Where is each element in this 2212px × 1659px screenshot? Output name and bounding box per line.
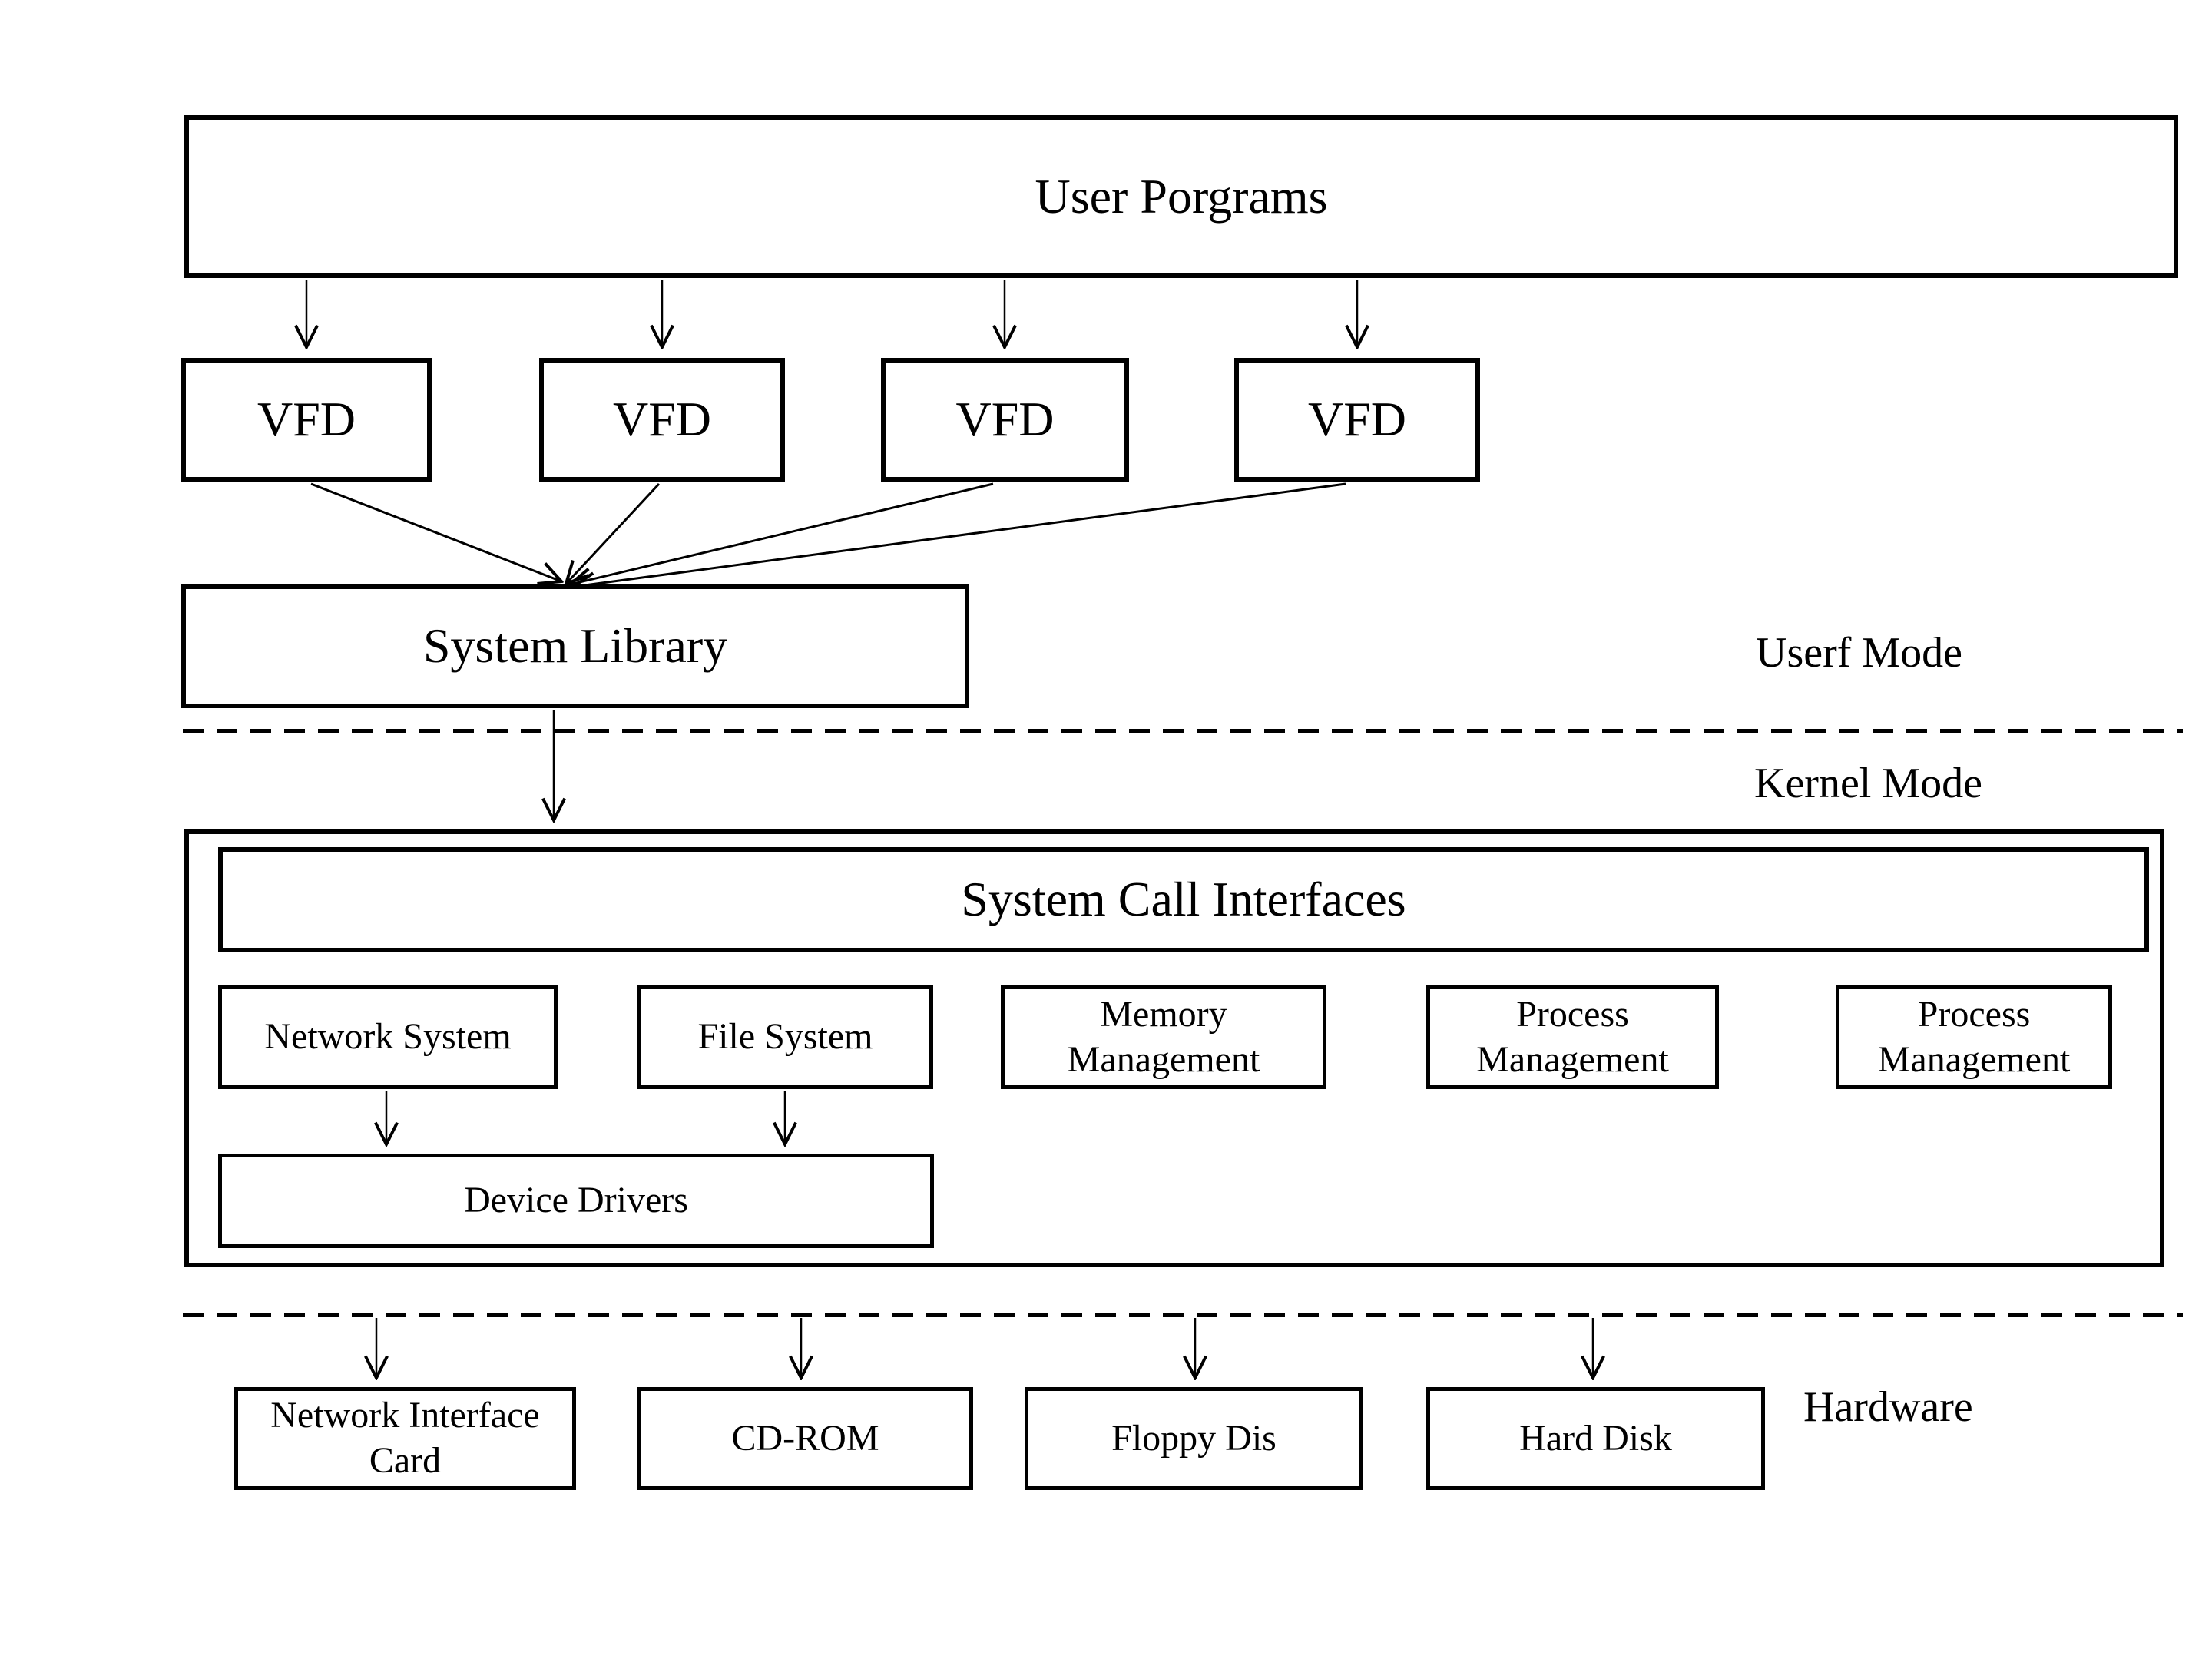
file-system-box: File System <box>637 985 933 1089</box>
user-programs-box: User Porgrams <box>184 115 2178 278</box>
process-management-box-1: Process Management <box>1426 985 1719 1089</box>
floppy-disk-box: Floppy Dis <box>1025 1387 1363 1490</box>
kernel-mode-label: Kernel Mode <box>1754 760 1983 807</box>
arrow-vfd3-to-systemlibrary <box>570 482 994 584</box>
kernel-container-box <box>184 830 2164 1267</box>
vfd-box-4: VFD <box>1234 358 1480 482</box>
hard-disk-box: Hard Disk <box>1426 1387 1765 1490</box>
arrow-vfd1-to-systemlibrary <box>310 482 561 581</box>
network-system-box: Network System <box>218 985 558 1089</box>
cd-rom-box: CD-ROM <box>637 1387 973 1490</box>
network-interface-card-box: Network Interface Card <box>234 1387 576 1490</box>
vfd-box-1: VFD <box>181 358 432 482</box>
device-drivers-box: Device Drivers <box>218 1154 934 1248</box>
vfd-box-3: VFD <box>881 358 1129 482</box>
memory-management-box: Memory Management <box>1001 985 1326 1089</box>
system-call-interfaces-box: System Call Interfaces <box>218 847 2149 952</box>
arrow-vfd4-to-systemlibrary <box>573 482 1346 587</box>
system-library-box: System Library <box>181 584 969 708</box>
arrow-vfd2-to-systemlibrary <box>566 482 661 584</box>
process-management-box-2: Process Management <box>1836 985 2112 1089</box>
vfd-box-2: VFD <box>539 358 785 482</box>
user-mode-label: Userf Mode <box>1756 629 1963 677</box>
hardware-label: Hardware <box>1803 1383 1973 1431</box>
